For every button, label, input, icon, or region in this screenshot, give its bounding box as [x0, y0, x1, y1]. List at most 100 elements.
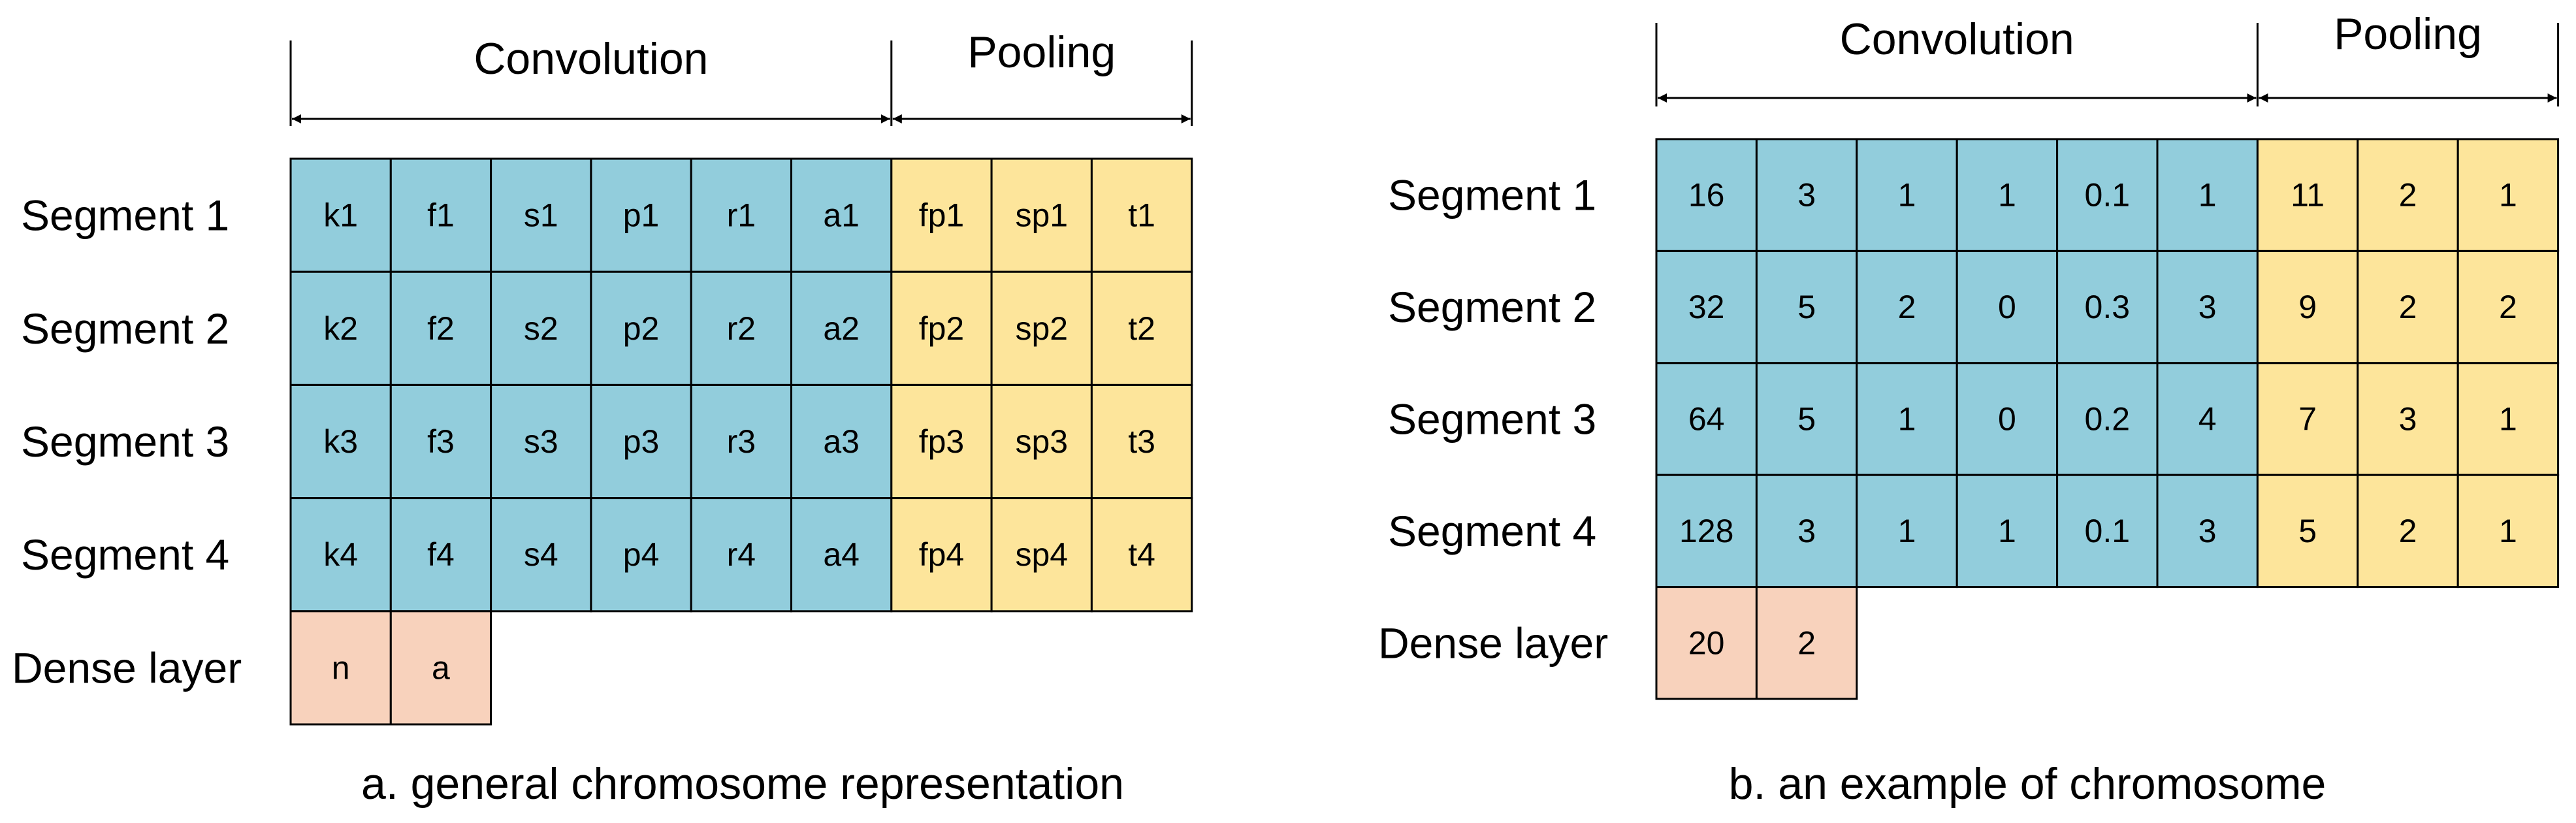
- convolution-cell-value: 1: [1898, 177, 1916, 214]
- convolution-cell-value: k4: [323, 536, 358, 573]
- pooling-cell: [2256, 474, 2359, 589]
- pooling-cell-value: t2: [1128, 310, 1155, 347]
- convolution-cell: [2056, 474, 2159, 589]
- pooling-cell-value: sp2: [1015, 310, 1068, 347]
- pooling-cell: [890, 157, 993, 273]
- segment-label: Segment 3: [21, 417, 229, 466]
- convolution-cell: [790, 270, 893, 386]
- convolution-cell-value: 4: [2198, 401, 2217, 438]
- pooling-cell: [2357, 362, 2459, 476]
- convolution-header: Convolution: [474, 34, 708, 84]
- dense-cell-value: 2: [1797, 624, 1816, 661]
- convolution-cell-value: k3: [323, 423, 358, 460]
- pooling-cell: [1090, 497, 1193, 613]
- convolution-cell: [790, 157, 893, 273]
- pooling-cell-value: sp4: [1015, 536, 1068, 573]
- convolution-cell-value: 0.2: [2085, 401, 2131, 438]
- pooling-cell-value: t1: [1128, 197, 1155, 234]
- pooling-cell-value: 11: [2291, 177, 2325, 214]
- convolution-cell-value: 3: [2198, 289, 2217, 325]
- convolution-cell-value: 0.3: [2085, 289, 2131, 325]
- dense-layer-label: Dense layer: [1378, 619, 1608, 667]
- convolution-cell-value: 0.1: [2085, 177, 2131, 214]
- convolution-cell: [2156, 250, 2259, 364]
- convolution-cell-value: 128: [1679, 513, 1733, 549]
- dense-cell-value: n: [332, 649, 350, 686]
- convolution-cell-value: a4: [823, 536, 860, 573]
- convolution-cell-value: 3: [1797, 177, 1816, 214]
- convolution-cell-value: 0: [1998, 289, 2016, 325]
- pooling-cell-value: fp4: [919, 536, 965, 573]
- convolution-cell: [1856, 362, 1958, 476]
- pooling-cell-value: 3: [2399, 401, 2417, 438]
- pooling-cell-value: 9: [2298, 289, 2317, 325]
- convolution-cell-value: k1: [323, 197, 358, 234]
- pooling-cell-value: 1: [2499, 177, 2517, 214]
- pooling-cell-value: 2: [2399, 289, 2417, 325]
- convolution-cell: [1956, 250, 2059, 364]
- pooling-cell: [2357, 138, 2459, 252]
- convolution-cell-value: r3: [727, 423, 756, 460]
- pooling-cell-value: fp2: [919, 310, 965, 347]
- pooling-cell-value: fp1: [919, 197, 965, 234]
- pooling-cell: [890, 383, 993, 500]
- pooling-cell: [2456, 250, 2560, 364]
- convolution-header: Convolution: [1840, 14, 2074, 64]
- convolution-cell: [2156, 474, 2259, 589]
- convolution-cell-value: f3: [427, 423, 455, 460]
- convolution-cell-value: 3: [1797, 513, 1816, 549]
- segment-label: Segment 1: [21, 191, 229, 240]
- convolution-cell-value: 1: [1998, 513, 2016, 549]
- pooling-cell-value: 2: [2399, 513, 2417, 549]
- dense-cell-value: a: [432, 649, 450, 686]
- convolution-cell: [2056, 250, 2159, 364]
- convolution-cell-value: f2: [427, 310, 455, 347]
- pooling-cell-value: sp3: [1015, 423, 1068, 460]
- dense-cell-value: 20: [1688, 624, 1725, 661]
- pooling-cell: [890, 497, 993, 613]
- convolution-cell: [1655, 250, 1758, 364]
- pooling-cell: [2256, 362, 2359, 476]
- pooling-cell-value: 5: [2298, 513, 2317, 549]
- convolution-cell: [1856, 474, 1958, 589]
- convolution-cell-value: s4: [524, 536, 558, 573]
- pooling-cell-value: t3: [1128, 423, 1155, 460]
- convolution-cell: [490, 383, 592, 500]
- pooling-cell-value: t4: [1128, 536, 1155, 573]
- dense-cell: [1755, 586, 1858, 700]
- convolution-cell-value: 1: [1898, 513, 1916, 549]
- convolution-cell-value: a2: [823, 310, 860, 347]
- pooling-cell: [1090, 383, 1193, 500]
- convolution-cell-value: 1: [1998, 177, 2016, 214]
- convolution-cell: [590, 270, 692, 386]
- convolution-cell-value: f1: [427, 197, 455, 234]
- convolution-cell: [590, 383, 692, 500]
- convolution-cell-value: 3: [2198, 513, 2217, 549]
- convolution-cell-value: p1: [623, 197, 660, 234]
- pooling-cell-value: 2: [2399, 177, 2417, 214]
- pooling-cell: [1090, 157, 1193, 273]
- convolution-cell-value: 16: [1688, 177, 1725, 214]
- convolution-cell: [1755, 138, 1858, 252]
- panel-caption: a. general chromosome representation: [361, 759, 1124, 809]
- convolution-cell: [2156, 138, 2259, 252]
- convolution-cell: [389, 497, 492, 613]
- dense-layer-label: Dense layer: [12, 643, 242, 692]
- pooling-cell-value: fp3: [919, 423, 965, 460]
- convolution-cell: [690, 157, 792, 273]
- pooling-cell: [890, 270, 993, 386]
- dense-cell: [1655, 586, 1758, 700]
- pooling-cell: [2456, 362, 2560, 476]
- convolution-cell-value: 5: [1797, 401, 1816, 438]
- convolution-cell: [2156, 362, 2259, 476]
- convolution-cell-value: p4: [623, 536, 660, 573]
- segment-label: Segment 4: [21, 530, 229, 579]
- pooling-cell-value: 1: [2499, 401, 2517, 438]
- convolution-cell-value: 0.1: [2085, 513, 2131, 549]
- convolution-cell: [289, 497, 392, 613]
- convolution-cell: [289, 383, 392, 500]
- pooling-cell-value: 1: [2499, 513, 2517, 549]
